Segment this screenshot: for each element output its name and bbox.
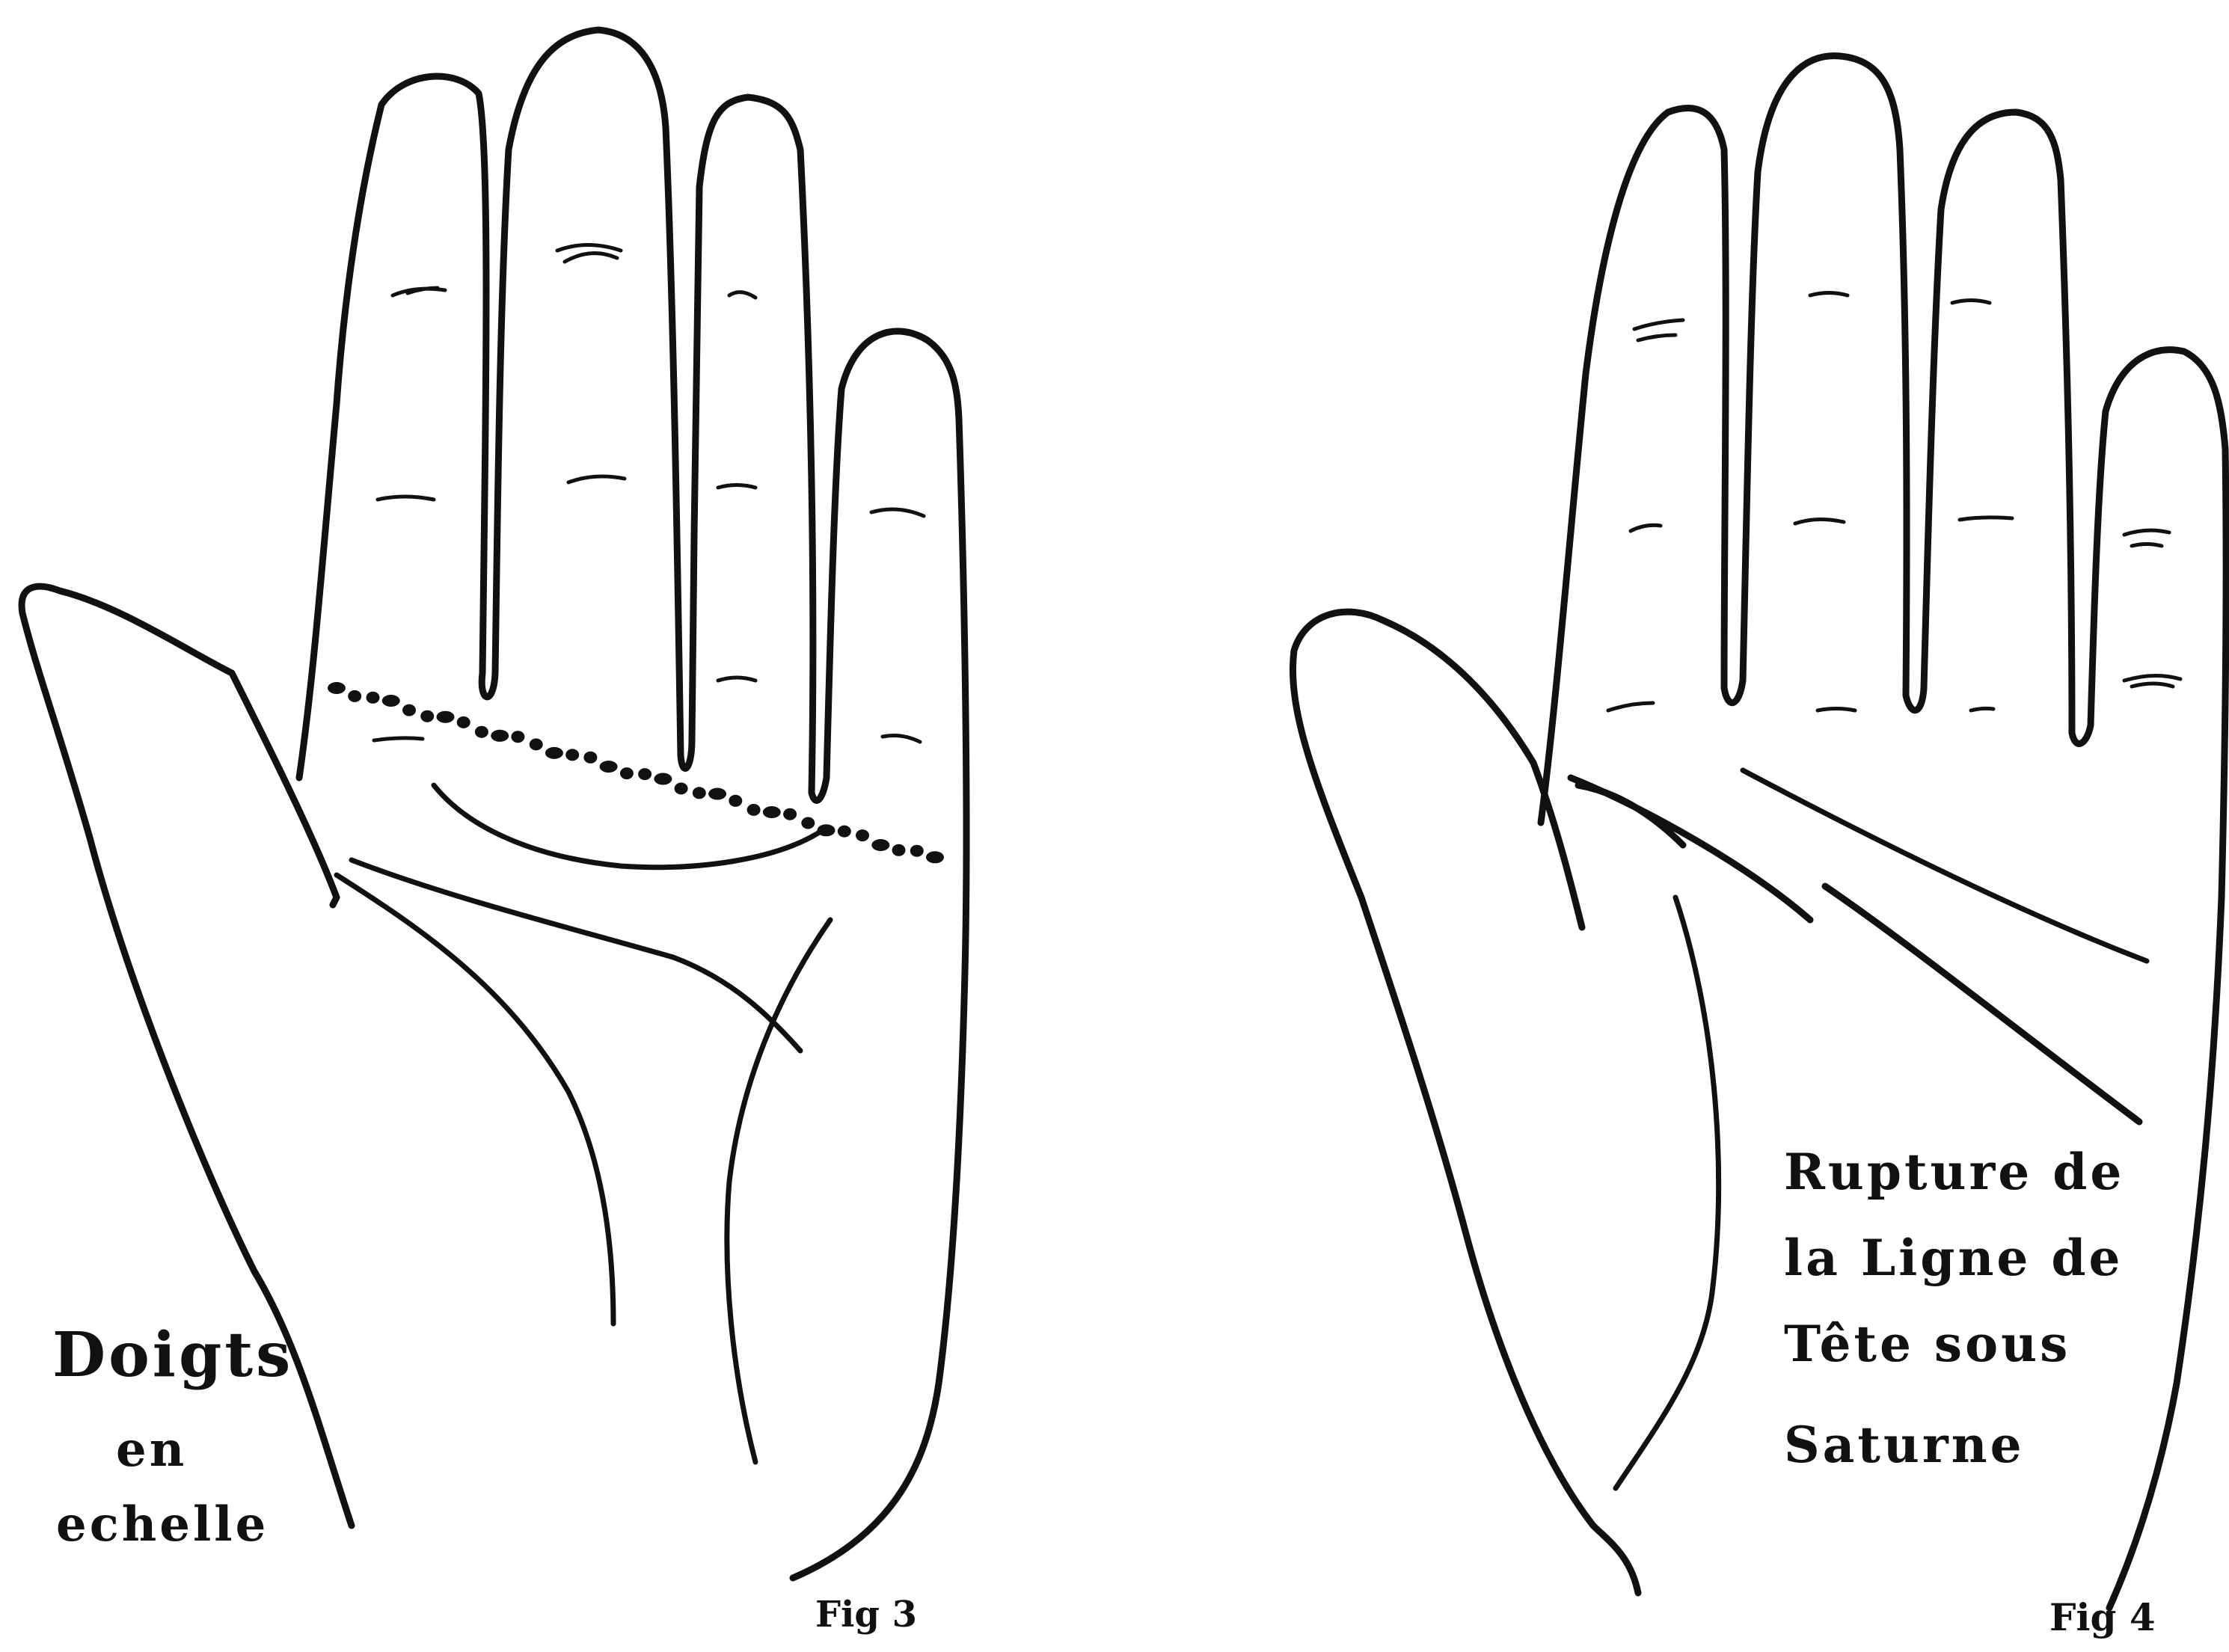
fig4-crease	[1971, 708, 1993, 710]
fig3-ladder-dot	[600, 761, 618, 773]
fig3-ladder-dot	[328, 682, 346, 694]
fig3-ladder-dot	[457, 716, 470, 728]
fig3-crease	[718, 678, 755, 681]
fig4-crease	[2124, 675, 2180, 681]
fig3-life-line	[337, 875, 613, 1324]
fig3-ladder-dot	[367, 692, 380, 704]
fig3-ladder-dot	[491, 730, 509, 742]
fig3-heart-line	[434, 785, 823, 868]
fig3-ladder-dot	[530, 738, 543, 750]
fig3-crease	[374, 738, 423, 740]
fig4-crease	[1795, 519, 1844, 523]
fig3-crease	[378, 497, 434, 500]
fig3-ladder-dot	[402, 704, 416, 716]
fig4-crease	[1952, 301, 1990, 304]
fig4-annotation-line-4: Saturne	[1784, 1416, 2025, 1474]
fig3-annotation-line-2: en	[116, 1422, 187, 1478]
fig4-thumb-inner-curve	[1616, 897, 1719, 1488]
fig3-ladder-dot	[892, 844, 906, 856]
fig4-crease	[1631, 525, 1661, 531]
fig3-ladder-dot	[475, 726, 488, 738]
fig3-finger-creases	[374, 245, 924, 743]
fig3-ladder-dot	[838, 826, 851, 838]
fig3-ladder-dot	[437, 711, 455, 723]
fig4-crease	[1638, 335, 1675, 340]
fig3-ladder-dot	[910, 845, 924, 857]
fig3-crease	[871, 509, 924, 516]
fig4-head-line-upper	[1743, 770, 2147, 961]
fig3-ladder-dot	[620, 767, 634, 779]
fig3-crease	[729, 292, 755, 298]
fig3-ladder-dot	[511, 731, 524, 743]
fig4-caption: Fig 4	[2049, 1595, 2156, 1639]
fig4-annotation-line-1: Rupture de	[1784, 1143, 2124, 1201]
fig3-crease	[557, 245, 621, 251]
fig4-crease	[2132, 544, 2162, 547]
fig4-crease	[1810, 293, 1848, 296]
figure-3: Doigts en echelle Fig 3	[22, 30, 966, 1636]
fig3-crease	[718, 485, 755, 488]
fig3-crease	[568, 476, 625, 482]
fig3-ladder-dot	[783, 808, 797, 820]
fig3-ladder-dot	[545, 747, 563, 759]
fig3-crease	[883, 736, 920, 742]
fig3-ladder-dot	[871, 839, 889, 851]
fig4-life-line-fork	[1571, 778, 1810, 920]
fig4-head-line-lower	[1825, 886, 2139, 1122]
fig3-ladder-dotted-line	[328, 682, 944, 863]
fig3-ladder-dot	[856, 829, 869, 841]
fig3-ladder-dot	[693, 787, 706, 799]
fig3-ladder-dot	[654, 773, 672, 785]
fig3-annotation-line-1: Doigts	[52, 1319, 293, 1391]
fig3-caption: Fig 3	[815, 1594, 917, 1636]
fig4-hand-outline	[1293, 56, 2226, 1608]
figure-4: Rupture de la Ligne de Tête sous Saturne…	[1293, 56, 2226, 1639]
fig3-ladder-dot	[801, 817, 815, 829]
fig4-crease	[1608, 703, 1653, 710]
fig3-ladder-dot	[348, 690, 361, 702]
fig3-head-line	[352, 860, 800, 1051]
fig3-crease	[565, 254, 617, 262]
fig3-ladder-dot	[382, 695, 400, 707]
fig3-ladder-dot	[763, 806, 781, 818]
fig3-ladder-dot	[747, 804, 761, 816]
fig3-ladder-dot	[708, 788, 726, 800]
fig3-fate-line	[727, 920, 830, 1462]
fig3-ladder-dot	[583, 752, 597, 764]
fig3-ladder-dot	[420, 710, 434, 722]
fig4-annotation-line-2: la Ligne de	[1784, 1229, 2124, 1287]
fig3-ladder-dot	[675, 782, 688, 794]
fig3-ladder-dot	[926, 851, 944, 863]
fig4-crease	[1960, 518, 2012, 520]
fig4-crease	[2132, 684, 2173, 687]
fig4-crease	[2124, 530, 2169, 535]
fig4-annotation-line-3: Tête sous	[1784, 1315, 2070, 1373]
fig3-ladder-dot	[565, 749, 579, 761]
fig3-ladder-dot	[729, 795, 742, 807]
fig3-ladder-dot	[638, 768, 651, 780]
fig4-crease	[1634, 320, 1683, 329]
fig4-crease	[1818, 709, 1855, 711]
fig3-annotation-line-3: echelle	[56, 1496, 269, 1553]
